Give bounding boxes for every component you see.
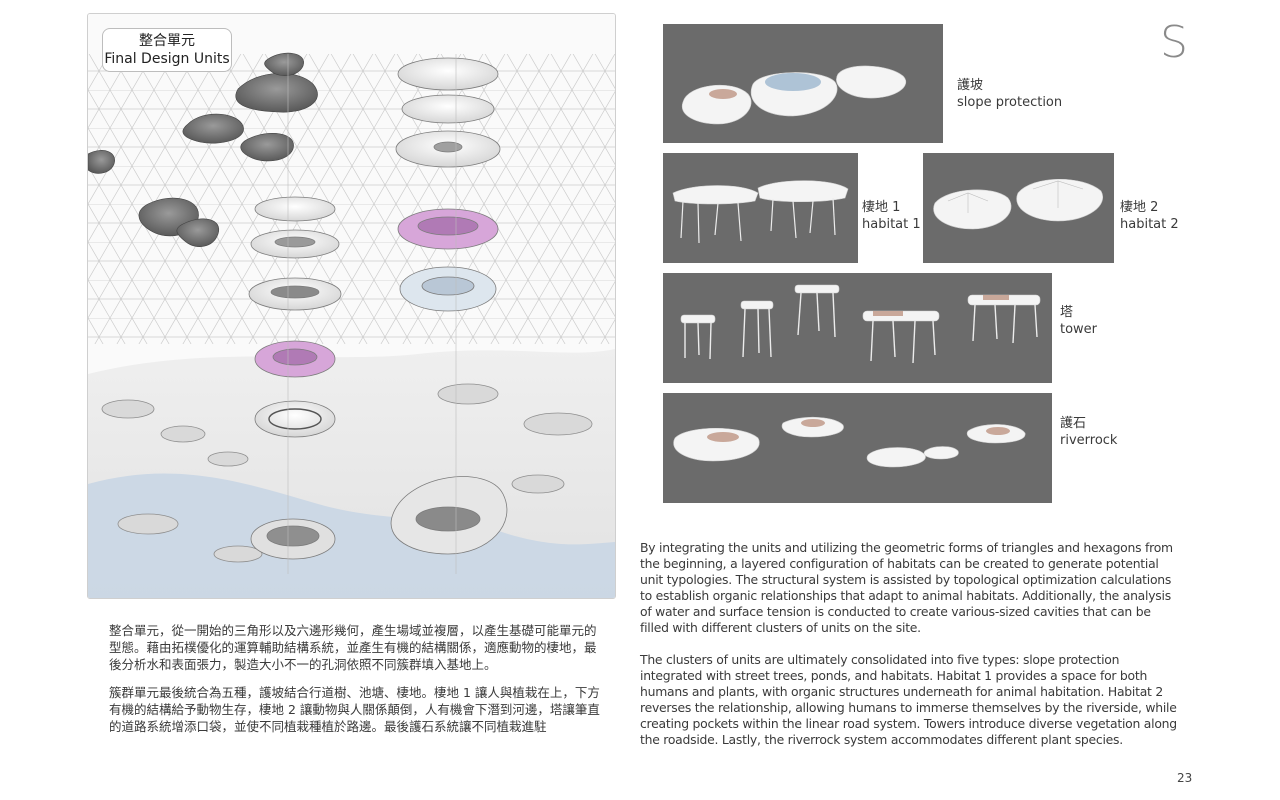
habitat-1-render — [672, 180, 849, 244]
final-design-units-figure: 整合單元 Final Design Units — [87, 13, 616, 599]
habitat-2-zh: 棲地 2 — [1120, 200, 1159, 215]
english-paragraph-2: The clusters of units are ultimately con… — [640, 652, 1177, 747]
riverrock-zh: 護石 — [1060, 416, 1087, 431]
riverrock-caption: 護石 riverrock — [1060, 415, 1117, 449]
slope-protection-tile — [663, 24, 943, 143]
riverrock-render — [673, 416, 1026, 468]
tower-en: tower — [1060, 322, 1098, 337]
habitat-2-en: habitat 2 — [1120, 217, 1179, 232]
slope-protection-render — [681, 65, 906, 125]
tower-tile — [663, 273, 1052, 383]
habitat-2-render — [933, 178, 1103, 230]
chinese-paragraph-2: 簇群單元最後統合為五種，護坡結合行道樹、池塘、棲地。棲地 1 讓人與植栽在上，下… — [109, 685, 600, 734]
figure-label-zh: 整合單元 — [139, 33, 195, 49]
english-paragraph-1: By integrating the units and utilizing t… — [640, 540, 1173, 635]
slope-protection-en: slope protection — [957, 95, 1063, 110]
habitat-1-en: habitat 1 — [862, 217, 921, 232]
habitat-2-tile — [923, 153, 1114, 263]
riverrock-en: riverrock — [1060, 433, 1118, 448]
habitat-1-caption: 棲地 1 habitat 1 — [862, 199, 921, 233]
tower-zh: 塔 — [1060, 305, 1074, 320]
habitat-2-caption: 棲地 2 habitat 2 — [1120, 199, 1179, 233]
exploded-axonometric-illustration — [88, 14, 615, 598]
tower-caption: 塔 tower — [1060, 304, 1097, 338]
slope-protection-zh: 護坡 — [957, 78, 984, 93]
section-letter: S — [1160, 17, 1188, 68]
page-number: 23 — [1177, 771, 1193, 785]
slope-protection-caption: 護坡 slope protection — [957, 77, 1062, 111]
tower-render — [680, 284, 1041, 364]
riverrock-tile — [663, 393, 1052, 503]
figure-label-en: Final Design Units — [104, 51, 230, 67]
habitat-1-zh: 棲地 1 — [862, 200, 901, 215]
figure-label: 整合單元 Final Design Units — [102, 28, 232, 72]
habitat-1-tile — [663, 153, 858, 263]
chinese-paragraph-1: 整合單元，從一開始的三角形以及六邊形幾何，產生場域並複層，以產生基礎可能單元的型… — [109, 623, 597, 672]
